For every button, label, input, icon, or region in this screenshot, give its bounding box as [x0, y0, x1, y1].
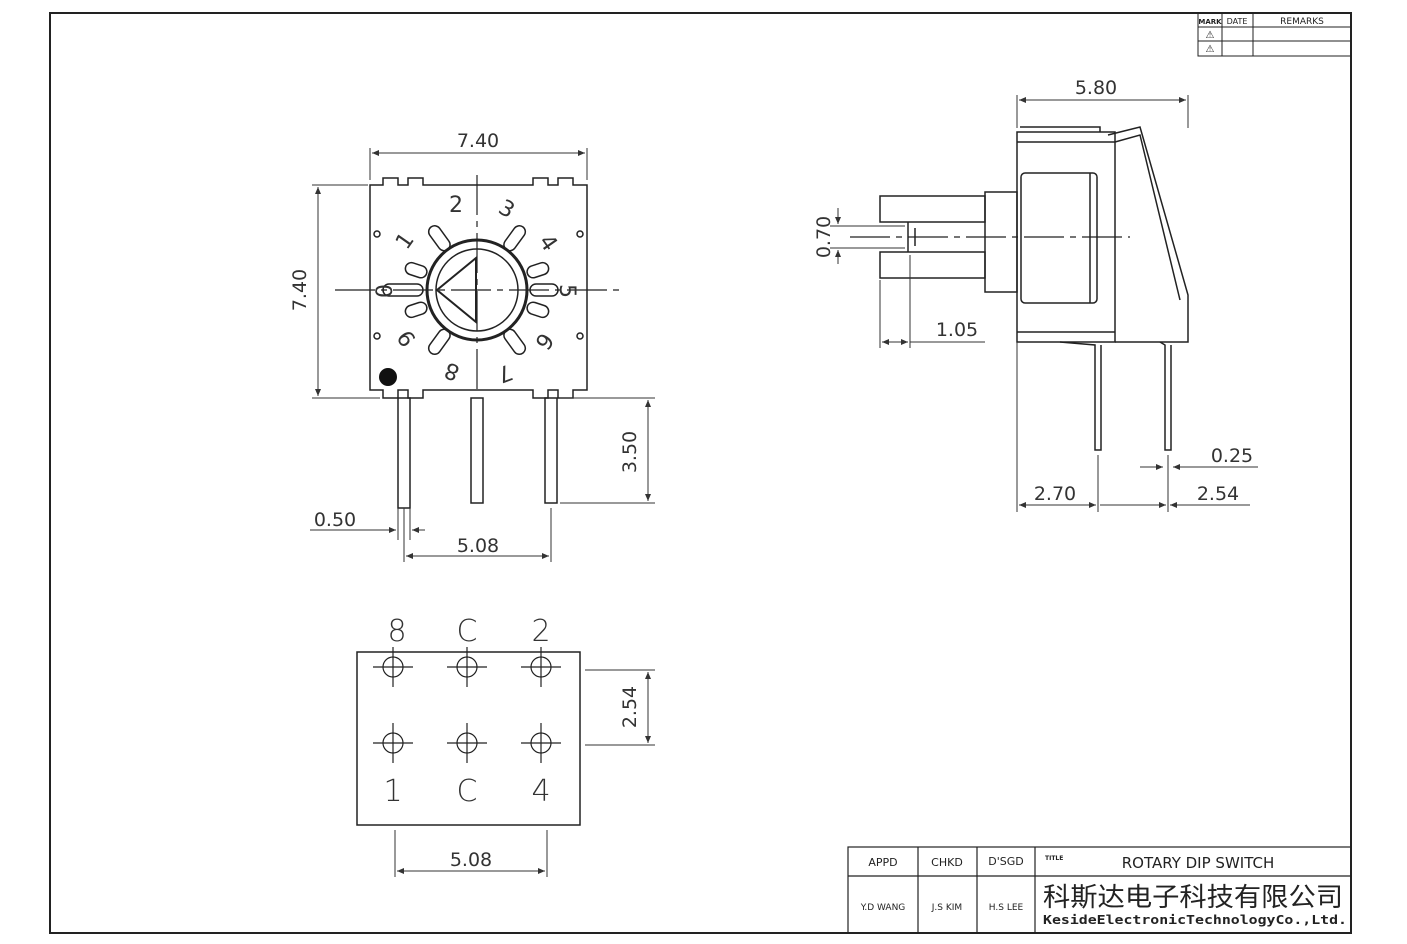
- pin-label: C: [457, 774, 478, 809]
- title-block: [847, 846, 1352, 934]
- pin-layout: [356, 647, 581, 826]
- revision-table: [1197, 12, 1352, 57]
- drawing-title: ROTARY DIP SWITCH: [1122, 854, 1274, 872]
- dial-number: 9: [393, 325, 422, 351]
- company-name-en: KesideElectronicTechnologyCo.,Ltd.: [1043, 913, 1347, 927]
- side-dimensions: [830, 95, 1258, 512]
- dial-number: 0: [373, 284, 398, 298]
- dsgd-name: H.S LEE: [989, 903, 1024, 913]
- dial-number: 6: [529, 328, 558, 354]
- col-pitch-dim: 5.08: [450, 849, 492, 871]
- dsgd-label: D'SGD: [988, 855, 1023, 868]
- chkd-name: J.S KIM: [931, 903, 962, 913]
- title-label: TITLE: [1045, 855, 1063, 862]
- warning-icon: ⚠: [1206, 44, 1215, 55]
- pin-offset-dim: 2.70: [1034, 483, 1076, 505]
- dial-number: 7: [494, 358, 516, 386]
- pin-layout-dimensions: [394, 669, 655, 877]
- pin-width-dim: 0.50: [314, 509, 356, 531]
- warning-icon: ⚠: [1206, 30, 1215, 41]
- pin-one-marker-icon: [379, 368, 397, 386]
- pin-label: 1: [383, 774, 402, 809]
- sheet-border: [49, 12, 1352, 934]
- front-view: [335, 175, 620, 509]
- chkd-label: CHKD: [931, 856, 963, 869]
- pin-spacing-dim: 2.54: [1197, 483, 1239, 505]
- dial-number: 1: [391, 228, 420, 254]
- pin-label: 8: [387, 614, 406, 649]
- rev-header-mark: MARK: [1198, 18, 1222, 26]
- row-pitch-dim: 2.54: [619, 686, 641, 728]
- pin-label: C: [457, 614, 478, 649]
- appd-name: Y.D WANG: [860, 903, 906, 913]
- appd-label: APPD: [868, 856, 897, 869]
- dial-number: 3: [494, 195, 519, 224]
- pin-pitch-dim: 5.08: [457, 535, 499, 557]
- front-width-dim: 7.40: [457, 130, 499, 152]
- dial-number: 8: [441, 356, 463, 384]
- dial-number: 4: [533, 230, 562, 256]
- rev-header-remarks: REMARKS: [1280, 17, 1324, 27]
- pin-thickness-dim: 0.25: [1211, 445, 1253, 467]
- pin-length-dim: 3.50: [619, 431, 641, 473]
- dial-number: 5: [554, 284, 579, 298]
- front-dimensions: [310, 148, 655, 562]
- side-view: [850, 126, 1189, 451]
- shaft-slot-dim: 0.70: [813, 216, 835, 258]
- dial-number: 2: [449, 193, 463, 218]
- rev-header-date: DATE: [1227, 17, 1248, 26]
- side-depth-dim: 5.80: [1075, 77, 1117, 99]
- front-height-dim: 7.40: [289, 269, 311, 311]
- shaft-length-dim: 1.05: [936, 319, 978, 341]
- pin-label: 2: [531, 614, 550, 649]
- company-name-cn: 科斯达电子科技有限公司: [1043, 883, 1343, 913]
- pin-label: 4: [531, 774, 550, 809]
